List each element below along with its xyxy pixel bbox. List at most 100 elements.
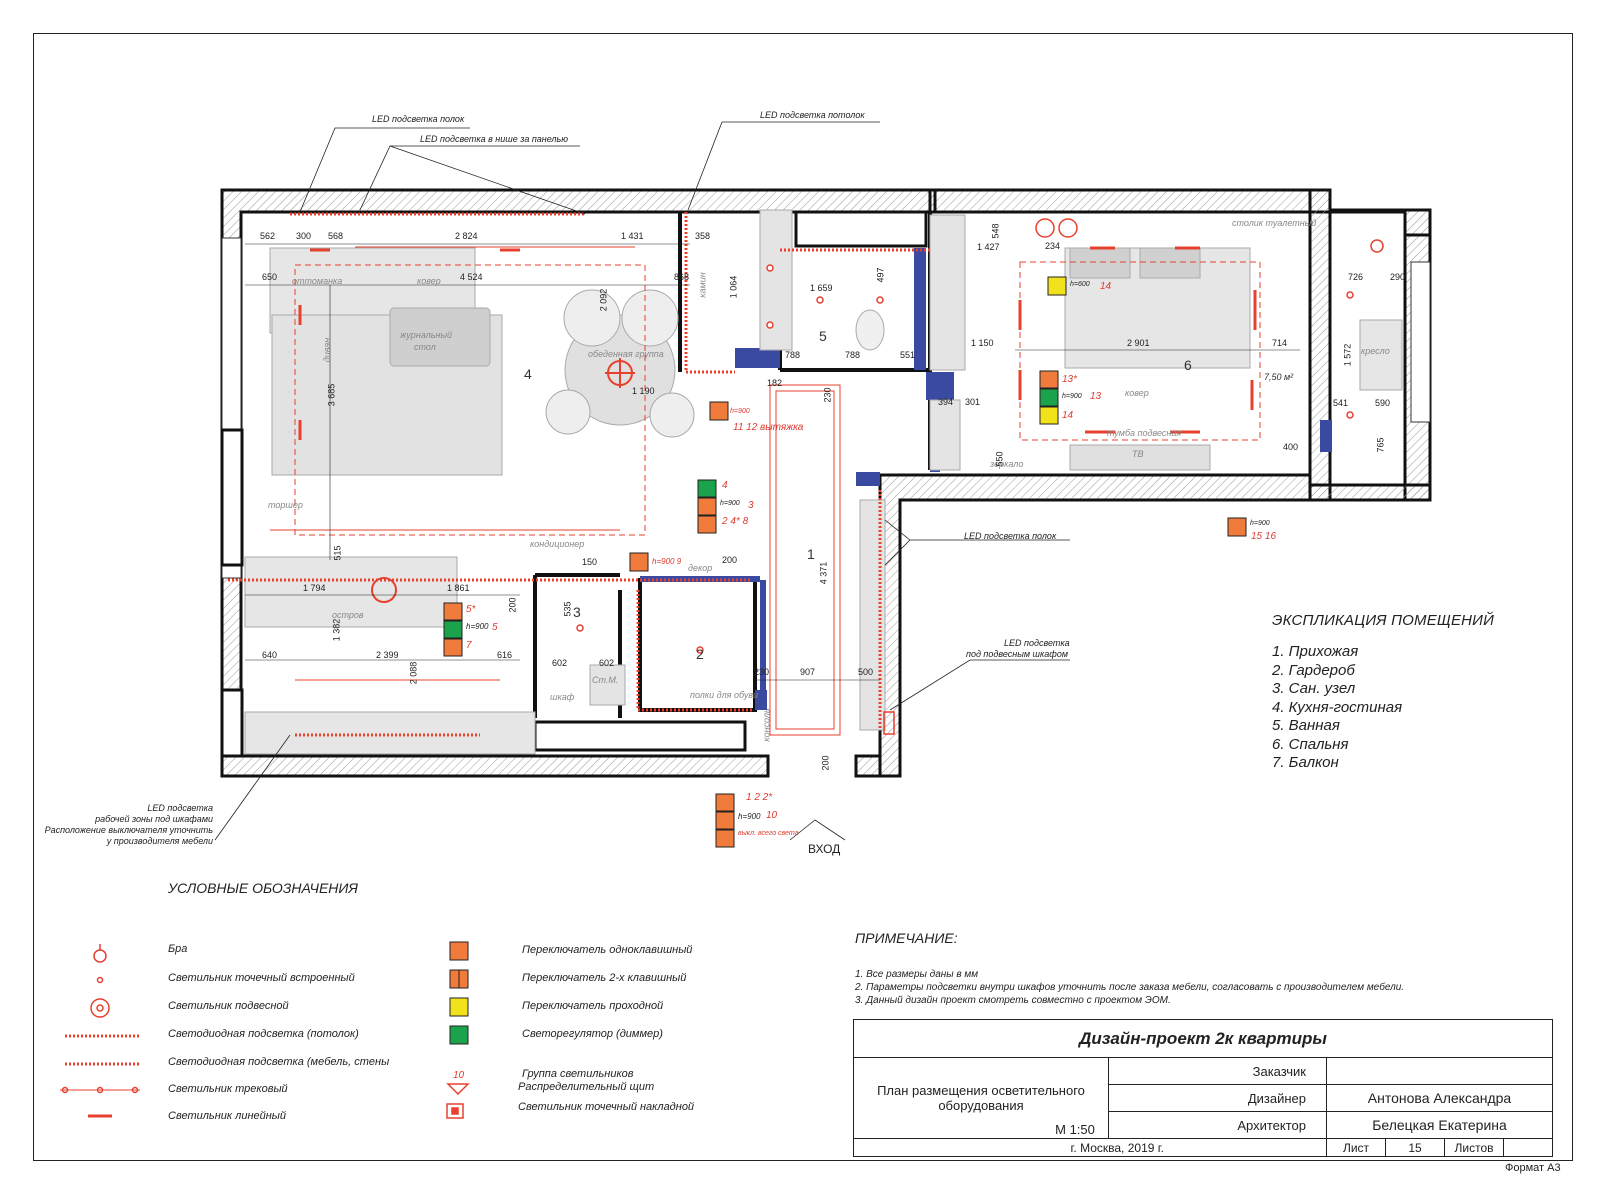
legend-item: Бра [168,943,188,955]
note-item: 3. Данный дизайн проект смотреть совмест… [855,995,1171,1006]
room-number-5: 5 [819,328,827,344]
dim: 500 [858,667,874,677]
dim: 590 [1375,398,1391,408]
architect-name: Белецкая Екатерина [1326,1111,1553,1139]
explication-title: ЭКСПЛИКАЦИЯ ПОМЕЩЕНИЙ [1272,612,1495,629]
entry-label: ВХОД [808,842,841,856]
dim: 230 [754,667,770,677]
paper-format: Формат А3 [1505,1162,1561,1174]
legend-group-number: 10 [453,1070,465,1081]
dim: 1 794 [303,583,326,593]
switch-group [443,276,1247,848]
label-dining: обеденная группа [588,349,664,359]
label-carpet: ковер [417,276,441,286]
room-number-2: 2 [696,646,704,662]
legend-item: Светильник точечный встроенный [168,972,355,984]
dim: 562 [260,231,276,241]
dim: 3 685 [326,383,337,407]
title-block: Дизайн-проект 2к квартиры План размещени… [853,1019,1553,1157]
label-bedside: тумба подвесная [1107,428,1182,438]
dim: 551 [900,350,916,360]
switch-height: h=900 [1250,520,1270,527]
legend-item: Распределительный щит [518,1081,655,1093]
switch-groups: 15 16 [1251,531,1277,542]
label-decor: декор [688,563,713,573]
distribution-board [883,711,895,735]
label-coffee-table-2: стол [414,342,436,352]
switch-height: h=900 [738,812,761,821]
dim: 515 [332,545,343,561]
legend-item: Светильник линейный [168,1110,287,1122]
dim: 200 [722,555,738,565]
switch-groups: 5* [466,604,476,615]
dim: 568 [328,231,344,241]
explication-item: 6. Спальня [1272,735,1349,753]
designer-name: Антонова Александра [1326,1084,1553,1112]
dim: 868 [674,272,690,282]
customer-value [1326,1057,1553,1085]
legend-item: Светильник точечный накладной [518,1101,695,1113]
dim: 150 [582,557,598,567]
dim: 497 [875,267,886,283]
notes-title: ПРИМЕЧАНИЕ: [855,930,958,946]
dim: 1 190 [632,386,655,396]
dim: 4 524 [460,272,483,282]
dim: 200 [507,597,518,613]
dim: 358 [695,231,711,241]
city-year: г. Москва, 2019 г. [853,1138,1327,1157]
label-island: остров [332,610,364,620]
explication-item: 1. Прихожая [1272,643,1359,660]
switch-height: h=900 [720,500,740,507]
dim: 788 [845,350,861,360]
explication-item: 3. Сан. узел [1272,680,1356,697]
dim: 1 382 [331,618,342,642]
switch-height: h=900 [1062,393,1082,400]
dim: 2 092 [598,288,609,312]
switch-height: h=900 [730,408,750,415]
dim: 788 [785,350,801,360]
dim: 182 [767,378,783,388]
legend-item: Светильник трековый [168,1083,288,1095]
label-sofa: диван [322,337,333,363]
switch-groups: 13* [1062,374,1078,385]
switch-groups: 7 [466,640,472,651]
switch-height: h=600 [1070,281,1090,288]
switch-groups: 14 [1062,410,1074,421]
dim: 1 861 [447,583,470,593]
sheet-number: 15 [1385,1138,1445,1157]
switch-groups: 2 4* 8 [722,516,749,527]
dim: 2 824 [455,231,478,241]
notes: ПРИМЕЧАНИЕ: 1. Все размеры даны в мм 2. … [855,930,1404,1007]
dim: 301 [965,397,981,407]
dim: 548 [990,223,1001,239]
label-floor-lamp: торшер [268,500,303,510]
dim: 4 371 [818,561,829,585]
dim: 2 399 [376,650,399,660]
explication-item: 4. Кухня-гостиная [1272,698,1403,716]
drawing-frame [33,33,1573,1161]
switch-groups: 11 12 вытяжка [733,422,804,433]
explication-item: 5. Ванная [1272,717,1340,734]
dim: 616 [497,650,513,660]
architect-label: Архитектор [1108,1111,1327,1139]
dim: 230 [822,387,833,403]
legend-item: Светодиодная подсветка (потолок) [168,1028,359,1040]
switch-groups: 10 [766,810,778,821]
switch-note: выкл. всего света [738,830,799,837]
dim: 640 [262,650,278,660]
callout-led-work-4: у производителя мебели [106,836,213,846]
switch-groups: 1 2 2* [746,792,773,803]
label-console: консоль [761,708,772,742]
label-mirror: зеркало [990,459,1024,469]
dim: 602 [599,658,615,668]
dim: 290 [1390,272,1406,282]
legend-item: Переключатель проходной [522,1000,664,1012]
switch-groups: 5 [492,622,498,633]
explication-item: 7. Балкон [1272,754,1339,771]
switch-height: h=900 [466,622,489,631]
dim: 1 572 [1342,343,1353,367]
note-item: 2. Параметры подсветки внутри шкафов уто… [855,982,1405,993]
sheet-label: Лист [1326,1138,1386,1157]
legend-item: Переключатель одноклавишный [522,944,693,956]
